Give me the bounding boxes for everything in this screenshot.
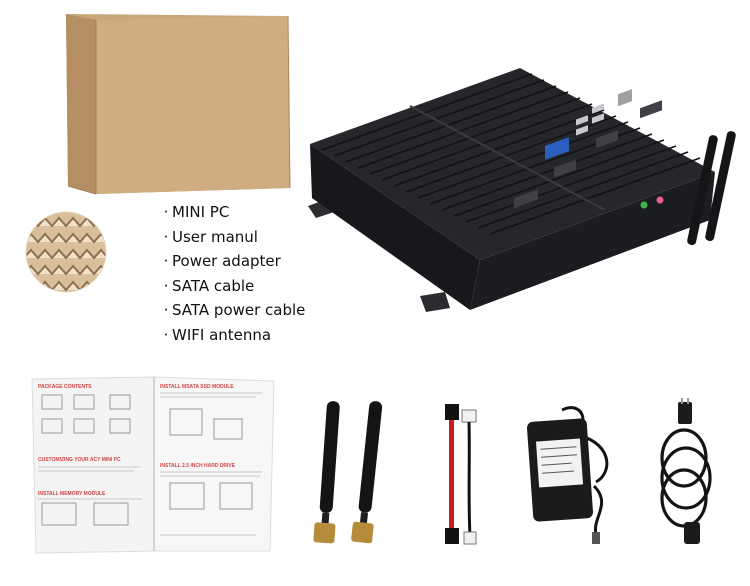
list-item-label: SATA cable xyxy=(172,276,255,295)
cardboard-box xyxy=(66,14,291,195)
manual-heading: INSTALL 2.5 INCH HARD DRIVE xyxy=(160,463,236,469)
list-item: ·User manul xyxy=(160,225,350,250)
list-bullet: · xyxy=(163,252,169,270)
list-item: ·MINI PC xyxy=(160,200,350,225)
sata-cable xyxy=(445,404,459,544)
list-bullet: · xyxy=(163,276,169,295)
list-item-label: User manul xyxy=(172,227,258,246)
list-item-label: MINI PC xyxy=(172,203,230,221)
corrugated-cardboard-sample xyxy=(25,211,107,293)
manual-heading: INSTALL MEMORY MODULE xyxy=(38,491,106,497)
power-cord xyxy=(660,398,712,544)
package-contents-list: ·MINI PC ·User manul ·Power adapter ·SAT… xyxy=(160,200,350,347)
user-manual: PACKAGE CONTENTS CUSTOMIZING YOUR ACY MI… xyxy=(31,376,275,554)
list-bullet: · xyxy=(163,203,169,221)
mini-pc xyxy=(308,68,736,312)
manual-heading: INSTALL MSATA SSD MODULE xyxy=(160,384,234,390)
sata-power-cable xyxy=(461,409,477,545)
list-bullet: · xyxy=(163,301,169,319)
list-item-label: WIFI antenna xyxy=(172,325,272,344)
list-bullet: · xyxy=(163,227,169,246)
list-bullet: · xyxy=(163,325,169,344)
list-item-label: SATA power cable xyxy=(172,301,306,319)
list-item: ·SATA cable xyxy=(160,274,350,299)
manual-heading: PACKAGE CONTENTS xyxy=(38,384,92,390)
list-item-label: Power adapter xyxy=(172,252,281,270)
manual-heading: CUSTOMIZING YOUR ACY MINI PC xyxy=(38,457,121,463)
list-item: ·SATA power cable xyxy=(160,298,350,323)
power-adapter xyxy=(526,406,609,544)
list-item: ·WIFI antenna xyxy=(160,323,350,348)
wifi-antennas xyxy=(313,401,383,544)
list-item: ·Power adapter xyxy=(160,249,350,274)
